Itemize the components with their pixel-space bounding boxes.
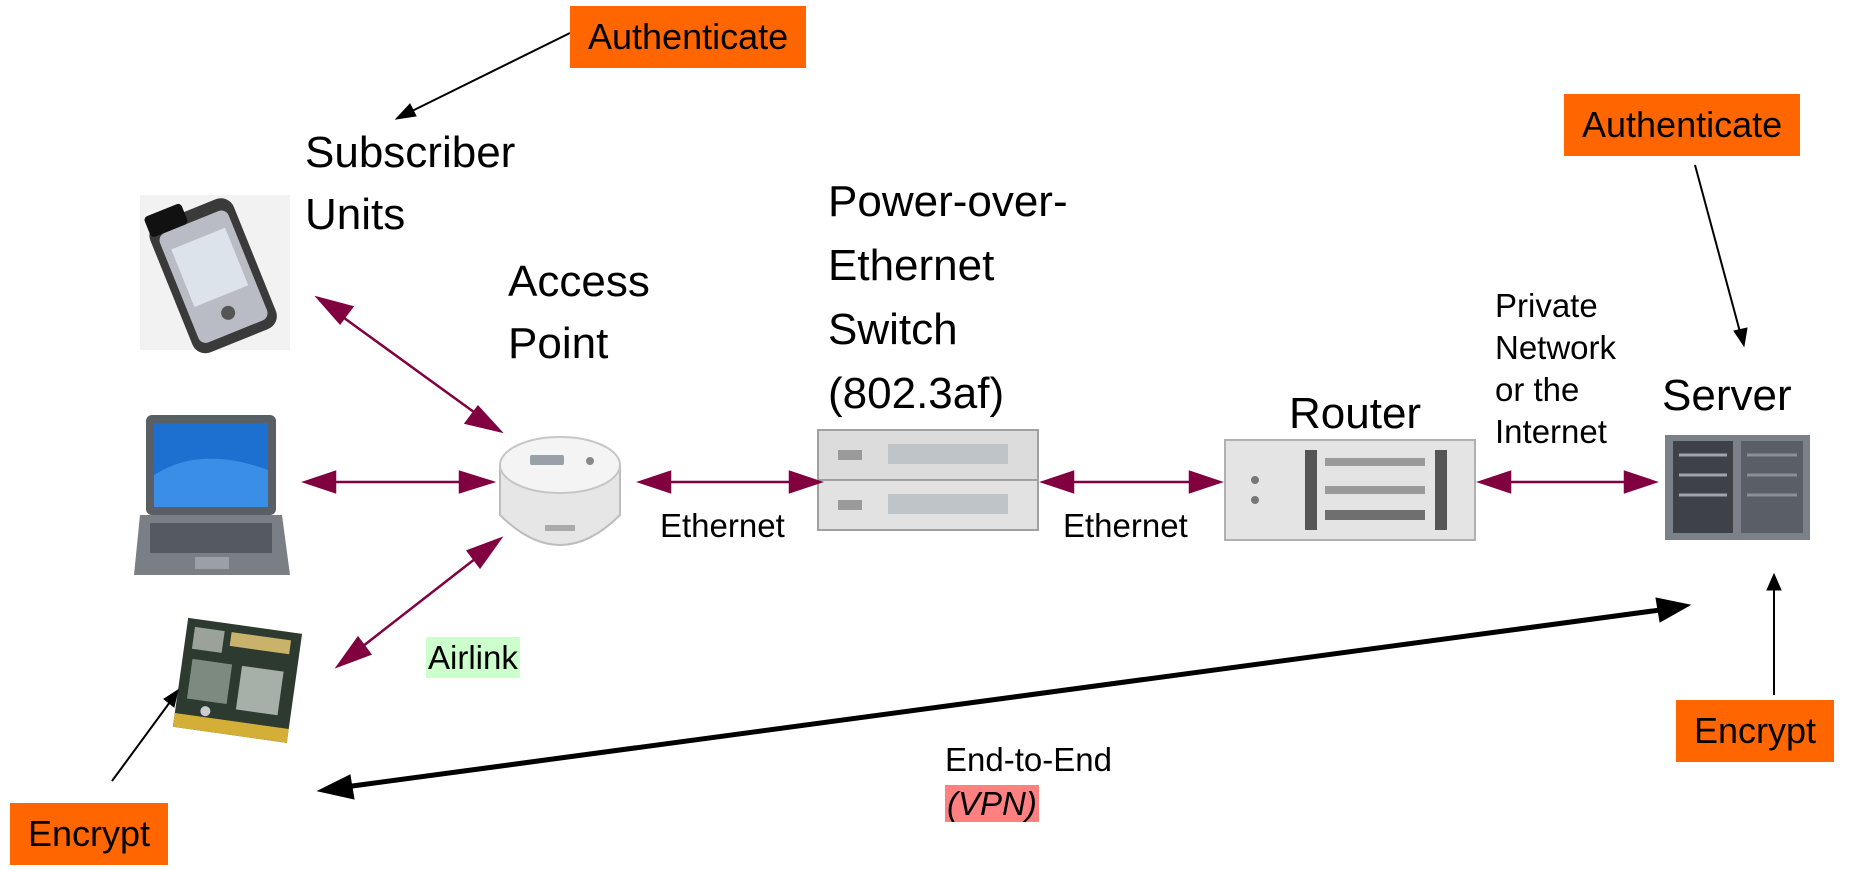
pda-ap-link-arrow xyxy=(314,295,504,434)
poe-switch-icon xyxy=(817,429,1039,531)
laptop-icon xyxy=(134,415,290,575)
ap-switch-link-arrow xyxy=(636,470,824,494)
switch-router-link-arrow xyxy=(1039,470,1224,494)
private-network-label: Private Network or the Internet xyxy=(1495,285,1616,453)
encrypt-left-tag: Encrypt xyxy=(10,803,169,865)
router-label: Router xyxy=(1289,389,1422,438)
encrypt-right-tag: Encrypt xyxy=(1676,700,1835,762)
router-server-link-arrow xyxy=(1476,470,1659,494)
wireless-card-icon xyxy=(172,617,303,743)
server-label: Server xyxy=(1662,371,1792,420)
ethernet-right-label: Ethernet xyxy=(1063,507,1188,544)
vpn-text: (VPN) xyxy=(945,785,1039,822)
access-point-line-2: Point xyxy=(508,319,609,368)
encrypt-left-arrow xyxy=(111,688,179,782)
poe-switch-line-1: Power-over- xyxy=(828,177,1068,226)
access-point-line-1: Access xyxy=(508,257,650,306)
private-network-line-2: Network xyxy=(1495,329,1617,366)
server-icon xyxy=(1665,435,1810,540)
authenticate-top-tag: Authenticate xyxy=(570,6,807,68)
pda-icon xyxy=(140,195,290,354)
card-ap-link-arrow xyxy=(334,536,504,669)
ethernet-left-label: Ethernet xyxy=(660,507,785,544)
poe-switch-line-2: Ethernet xyxy=(828,241,995,290)
private-network-line-4: Internet xyxy=(1495,413,1607,450)
vpn-tunnel-arrow xyxy=(316,597,1692,800)
subscriber-units-line-1: Subscriber xyxy=(305,128,516,177)
laptop-ap-link-arrow xyxy=(301,470,497,494)
end-to-end-label: End-to-End (VPN) xyxy=(945,738,1112,826)
access-point-label: Access Point xyxy=(508,251,650,375)
poe-switch-label: Power-over- Ethernet Switch (802.3af) xyxy=(828,170,1068,426)
authenticate-right-arrow xyxy=(1694,164,1748,348)
airlink-label: Airlink xyxy=(426,637,520,678)
router-icon xyxy=(1224,439,1476,541)
encrypt-right-arrow xyxy=(1766,572,1782,695)
private-network-line-1: Private xyxy=(1495,287,1598,324)
authenticate-top-arrow xyxy=(394,32,571,120)
poe-switch-line-4: (802.3af) xyxy=(828,369,1005,418)
subscriber-units-label: Subscriber Units xyxy=(305,122,515,246)
subscriber-units-line-2: Units xyxy=(305,190,406,239)
private-network-line-3: or the xyxy=(1495,371,1580,408)
airlink-text: Airlink xyxy=(426,637,520,678)
poe-switch-line-3: Switch xyxy=(828,305,958,354)
authenticate-right-tag: Authenticate xyxy=(1564,94,1801,156)
end-to-end-text: End-to-End xyxy=(945,741,1112,778)
access-point-icon xyxy=(499,436,621,546)
